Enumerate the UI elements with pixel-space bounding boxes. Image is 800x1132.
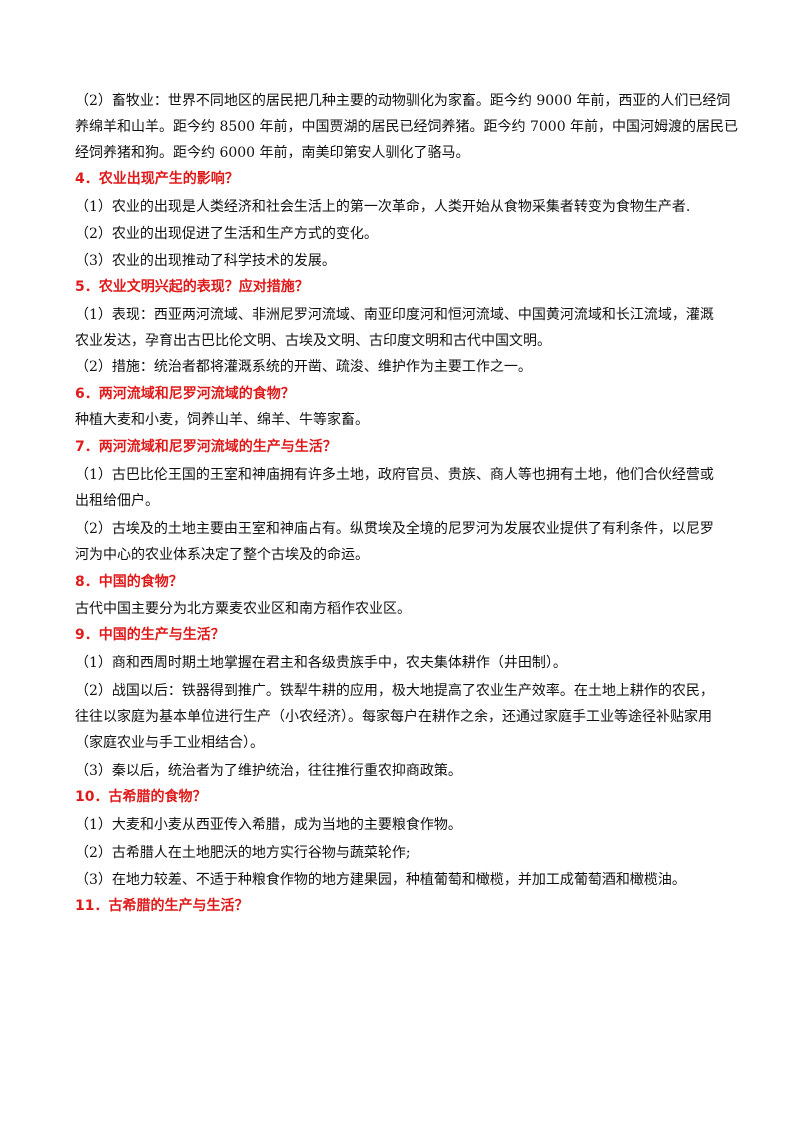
paragraph-line: （3）秦以后，统治者为了维护统治，往往推行重农抑商政策。	[75, 763, 462, 779]
paragraph-line: （3）农业的出现推动了科学技术的发展。	[75, 253, 336, 269]
paragraph-line: 农业发达，孕育出古巴比伦文明、古埃及文明、古印度文明和古代中国文明。	[75, 333, 551, 349]
paragraph-line: 河为中心的农业体系决定了整个古埃及的命运。	[75, 547, 369, 563]
paragraph-line: （2）措施：统治者都将灌溉系统的开凿、疏浚、维护作为主要工作之一。	[75, 359, 532, 375]
paragraph-line: （1）农业的出现是人类经济和社会生活上的第一次革命，人类开始从食物采集者转变为食…	[75, 199, 691, 215]
section-heading: 9．中国的生产与生活？	[75, 627, 225, 643]
paragraph-line: 往往以家庭为基本单位进行生产（小农经济）。每家每户在耕作之余，还通过家庭手工业等…	[75, 709, 712, 725]
section-heading: 10．古希腊的食物？	[75, 789, 207, 805]
paragraph-line: （1）古巴比伦王国的王室和神庙拥有许多土地，政府官员、贵族、商人等也拥有土地，他…	[75, 467, 714, 483]
section-heading: 11．古希腊的生产与生活？	[75, 898, 249, 914]
paragraph-line: （家庭农业与手工业相结合）。	[75, 735, 264, 751]
paragraph-line: 出租给佃户。	[75, 493, 159, 509]
paragraph-line: （2）战国以后：铁器得到推广。铁犁牛耕的应用，极大地提高了农业生产效率。在土地上…	[75, 683, 714, 699]
paragraph-line: （1）大麦和小麦从西亚传入希腊，成为当地的主要粮食作物。	[75, 817, 462, 833]
paragraph-line: 古代中国主要分为北方粟麦农业区和南方稻作农业区。	[75, 601, 411, 617]
section-heading: 5．农业文明兴起的表现？应对措施？	[75, 279, 309, 295]
section-heading: 6．两河流域和尼罗河流域的食物？	[75, 386, 295, 402]
paragraph-line: （2）农业的出现促进了生活和生产方式的变化。	[75, 226, 378, 242]
paragraph-line: 经饲养猪和狗。距今约 6000 年前，南美印第安人驯化了骆马。	[75, 145, 470, 161]
paragraph-line: （2）古埃及的土地主要由王室和神庙占有。纵贯埃及全境的尼罗河为发展农业提供了有利…	[75, 521, 714, 537]
section-heading: 8．中国的食物？	[75, 574, 183, 590]
paragraph-line: （1）表现：西亚两河流域、非洲尼罗河流域、南亚印度河和恒河流域、中国黄河流域和长…	[75, 307, 714, 323]
paragraph-line: （2）古希腊人在土地肥沃的地方实行谷物与蔬菜轮作;	[75, 845, 411, 861]
section-heading: 4．农业出现产生的影响？	[75, 171, 239, 187]
paragraph-line: （1）商和西周时期土地掌握在君主和各级贵族手中，农夫集体耕作（井田制）。	[75, 655, 567, 671]
paragraph-line: （3）在地力较差、不适于种粮食作物的地方建果园，种植葡萄和橄榄，并加工成葡萄酒和…	[75, 872, 686, 888]
paragraph-line: 种植大麦和小麦，饲养山羊、绵羊、牛等家畜。	[75, 412, 369, 428]
paragraph-line: 养绵羊和山羊。距今约 8500 年前，中国贾湖的居民已经饲养猪。距今约 7000…	[75, 119, 739, 135]
section-heading: 7．两河流域和尼罗河流域的生产与生活？	[75, 439, 337, 455]
paragraph-line: （2）畜牧业：世界不同地区的居民把几种主要的动物驯化为家畜。距今约 9000 年…	[75, 93, 731, 109]
